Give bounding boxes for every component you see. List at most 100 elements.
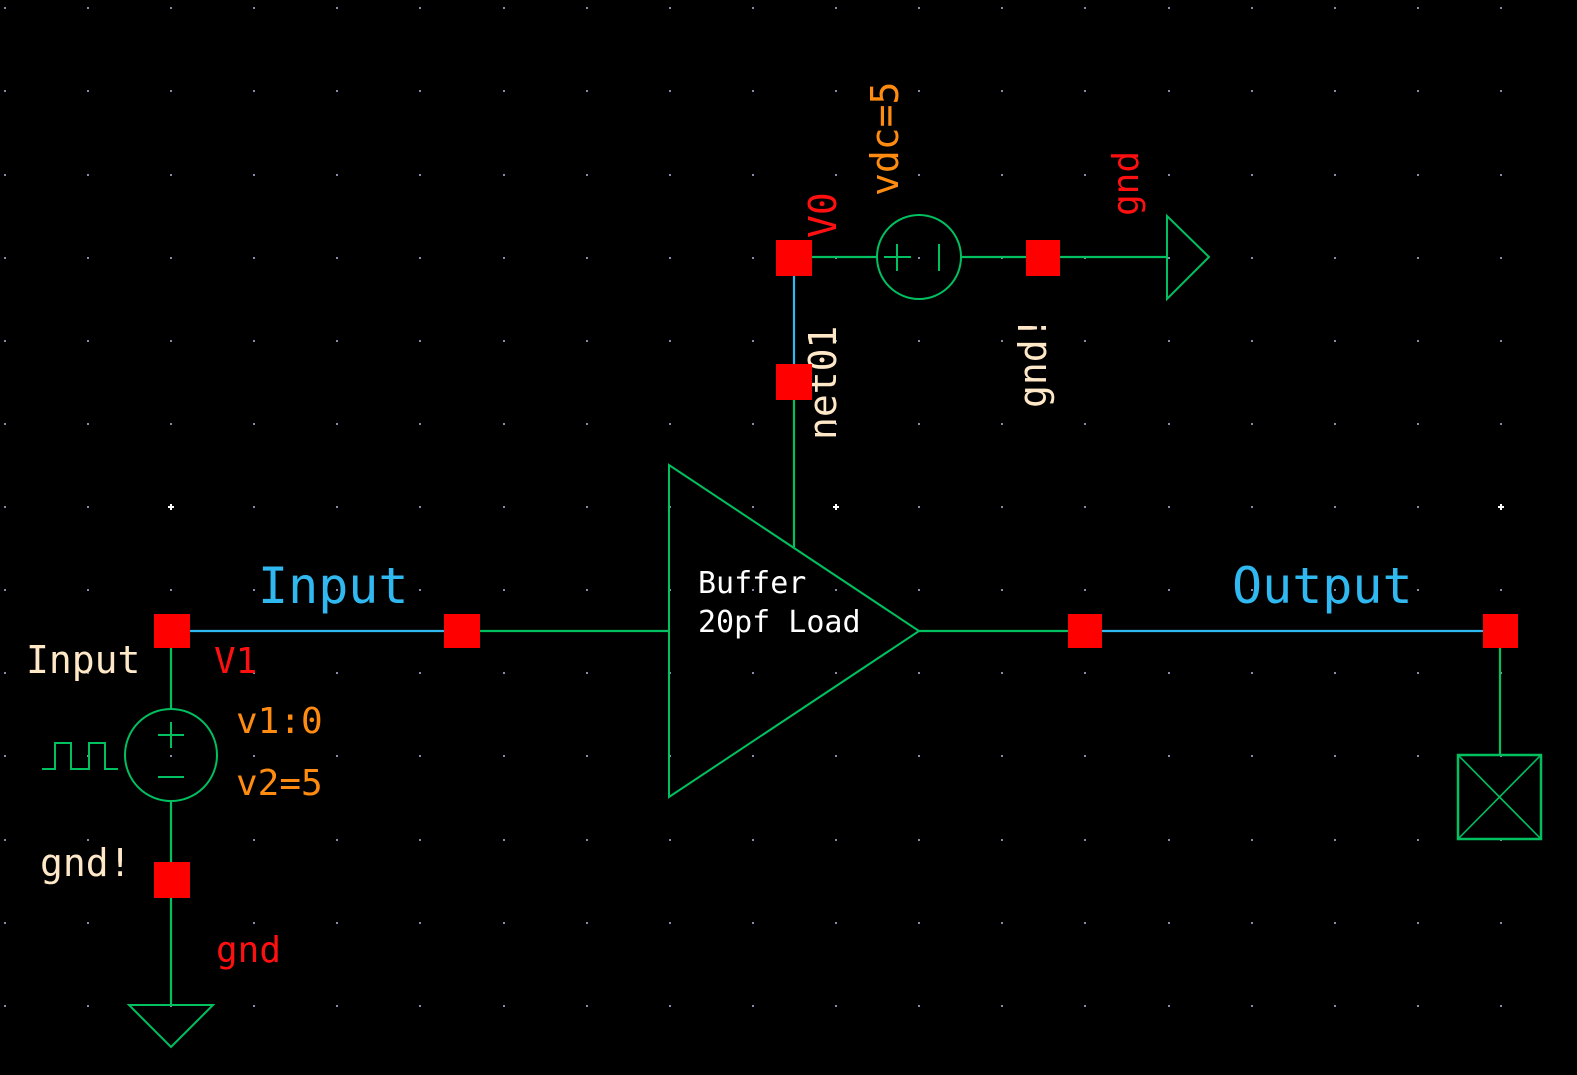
grid-dot (87, 174, 89, 176)
buffer-symbol[interactable]: Buffer 20pf Load (668, 463, 921, 799)
grid-dot (87, 672, 89, 674)
grid-dot (1417, 589, 1419, 591)
grid-dot (4, 340, 6, 342)
pin-v0-plus[interactable] (776, 240, 812, 276)
grid-dot (1168, 423, 1170, 425)
grid-dot (835, 922, 837, 924)
ground-bottom[interactable]: gnd (126, 930, 281, 1049)
grid-dot (503, 257, 505, 259)
grid-dot (1417, 672, 1419, 674)
grid-dot (752, 589, 754, 591)
grid-dot (336, 90, 338, 92)
grid-dot (1417, 340, 1419, 342)
pin-input-wire-end[interactable] (444, 614, 480, 648)
grid-dot (4, 174, 6, 176)
grid-dot (170, 7, 172, 9)
grid-dot (336, 423, 338, 425)
grid-dot (669, 839, 671, 841)
noconnect-box-icon (1456, 753, 1543, 841)
pin-v0-minus[interactable] (1026, 240, 1060, 276)
grid-dot (253, 672, 255, 674)
grid-dot (170, 589, 172, 591)
pins (154, 240, 1518, 898)
grid-dot (1168, 174, 1170, 176)
grid-dot (1168, 839, 1170, 841)
output-load-terminal[interactable] (1456, 753, 1543, 841)
pin-net01[interactable] (776, 364, 812, 400)
grid-dot (1334, 7, 1336, 9)
ground-icon (1166, 213, 1211, 302)
grid-dot (1334, 1005, 1336, 1007)
grid-dot (1251, 922, 1253, 924)
pin-v1-plus[interactable] (154, 614, 190, 648)
grid-dot (1417, 174, 1419, 176)
grid-dot (336, 174, 338, 176)
grid-dot (1168, 922, 1170, 924)
grid-major-marker (833, 504, 839, 510)
grid-dot (87, 423, 89, 425)
grid-dot (1334, 423, 1336, 425)
grid-dot (1417, 506, 1419, 508)
grid-dot (4, 423, 6, 425)
pin-output-end[interactable] (1483, 614, 1518, 648)
grid-dot (586, 423, 588, 425)
ground-top[interactable]: gnd (1106, 151, 1211, 302)
grid-dot (586, 7, 588, 9)
grid-major-marker (168, 504, 174, 510)
pin-v1-minus[interactable] (154, 862, 190, 898)
pulse-voltage-source[interactable]: V1 v1:0 v2=5 Input gnd! (26, 638, 323, 885)
grid-dot (1334, 839, 1336, 841)
grid-dot (419, 340, 421, 342)
grid-dot (253, 589, 255, 591)
grid-dot (1084, 672, 1086, 674)
grid-dot (1334, 174, 1336, 176)
grid-dot (1001, 589, 1003, 591)
v0-param-vdc: vdc=5 (863, 82, 907, 196)
grid-dot (752, 174, 754, 176)
grid-dot (1084, 174, 1086, 176)
grid-dot (1417, 839, 1419, 841)
grid-dot (1417, 7, 1419, 9)
dc-source-circle-icon (876, 214, 962, 300)
grid-dot (669, 257, 671, 259)
grid-dot (87, 7, 89, 9)
grid-dot (87, 506, 89, 508)
grid-dot (503, 506, 505, 508)
grid-dot (1168, 589, 1170, 591)
grid-dot (669, 7, 671, 9)
grid-dot (1001, 672, 1003, 674)
grid-dot (503, 1005, 505, 1007)
v0-terminal-gnd-label: gnd! (1011, 316, 1055, 408)
grid-dot (1168, 7, 1170, 9)
grid-dot (752, 423, 754, 425)
grid-dot (586, 922, 588, 924)
grid-dot (835, 340, 837, 342)
grid-dot (336, 257, 338, 259)
grid-dot (170, 257, 172, 259)
grid-dot (419, 1005, 421, 1007)
grid-dot (1001, 7, 1003, 9)
grid-dot (253, 839, 255, 841)
grid-dot (87, 1005, 89, 1007)
grid-dot (835, 7, 837, 9)
grid-dot (586, 589, 588, 591)
grid-dot (4, 589, 6, 591)
grid-dot (336, 839, 338, 841)
grid-dot (1168, 506, 1170, 508)
grid-dot (586, 506, 588, 508)
grid-dot (752, 7, 754, 9)
grid-dot (336, 506, 338, 508)
grid-dot (1084, 506, 1086, 508)
grid-dot (503, 423, 505, 425)
grid-dot (503, 340, 505, 342)
grid-dot (503, 7, 505, 9)
grid-dot (752, 755, 754, 757)
buffer-label-line1: Buffer (698, 566, 806, 601)
grid-dot (419, 423, 421, 425)
grid-dot (253, 922, 255, 924)
grid-dot (419, 257, 421, 259)
pin-buffer-output-wire[interactable] (1068, 614, 1102, 648)
grid-dot (253, 1005, 255, 1007)
grid-dot (669, 340, 671, 342)
